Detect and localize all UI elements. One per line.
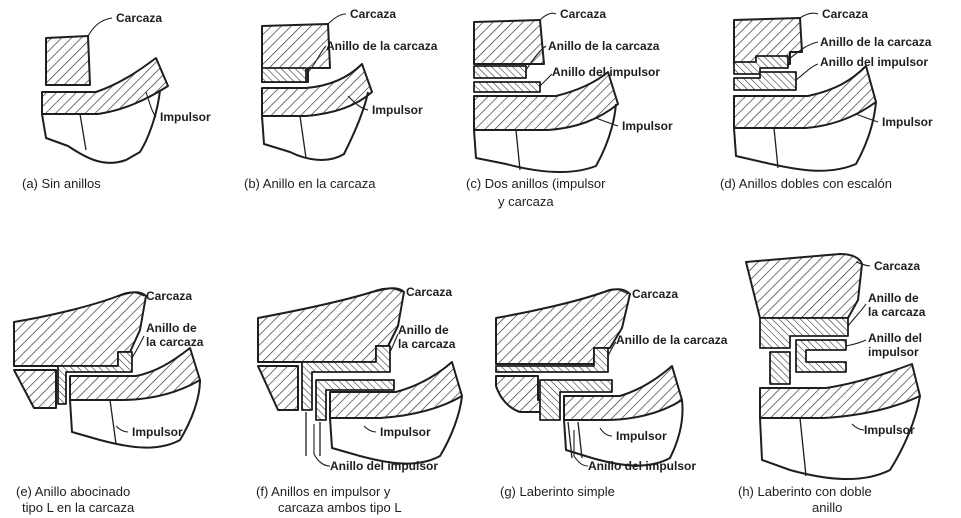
caption-f-line1: (f) Anillos en impulsor y — [256, 484, 391, 499]
impeller-ring-h — [795, 339, 847, 373]
casing-ring-g — [495, 347, 609, 373]
figure-g: Carcaza Anillo de la carcaza Impulsor An… — [495, 287, 728, 499]
casing-ring-d — [733, 55, 789, 75]
label-carcaza-d: Carcaza — [822, 7, 868, 21]
caption-h-line1: (h) Laberinto con doble — [738, 484, 872, 499]
hub-f — [329, 395, 463, 465]
impeller-d — [733, 65, 877, 129]
hub-h — [759, 395, 921, 481]
label-anillo-de-h: Anillo de — [868, 291, 919, 305]
casing-ring-e — [57, 351, 133, 405]
label-anillo-carcaza-c: Anillo de la carcaza — [548, 39, 660, 53]
label-impulsor-h: Impulsor — [864, 423, 915, 437]
impeller-ring-f — [315, 379, 395, 421]
figure-f: Carcaza Anillo de la carcaza Impulsor An… — [256, 285, 463, 515]
label-carcaza-f: Carcaza — [406, 285, 452, 299]
label-anillo-impulsor-f: Anillo del impulsor — [330, 459, 438, 473]
caption-c-line2: y carcaza — [498, 194, 554, 209]
label-impulsor-b: Impulsor — [372, 103, 423, 117]
label-anillo-impulsor-d: Anillo del impulsor — [820, 55, 928, 69]
caption-a: (a) Sin anillos — [22, 176, 101, 191]
hub-e — [69, 379, 201, 449]
impeller-c — [473, 71, 619, 131]
label-impulsor-d: Impulsor — [882, 115, 933, 129]
casing-lower-e — [13, 369, 57, 409]
label-carcaza-a: Carcaza — [116, 11, 162, 25]
casing-c — [473, 19, 545, 65]
label-carcaza-g: Carcaza — [632, 287, 678, 301]
caption-c-line1: (c) Dos anillos (impulsor — [466, 176, 606, 191]
hub-c — [473, 103, 617, 173]
label-anillo-carcaza-b: Anillo de la carcaza — [326, 39, 438, 53]
hub-d — [733, 101, 877, 172]
label-carcaza-h: Carcaza — [874, 259, 920, 273]
labyrinth-ring-g — [539, 379, 613, 421]
caption-b: (b) Anillo en la carcaza — [244, 176, 376, 191]
label-impulsor-g: Impulsor — [616, 429, 667, 443]
casing-ring-h — [759, 317, 849, 349]
caption-g: (g) Laberinto simple — [500, 484, 615, 499]
label-la-carcaza-h: la carcaza — [868, 305, 926, 319]
hub-b — [261, 91, 369, 161]
casing-ring-f — [301, 345, 391, 411]
impeller-b — [261, 63, 373, 117]
impeller-a — [41, 57, 169, 115]
figure-b: Carcaza Anillo de la carcaza Impulsor (b… — [244, 7, 438, 191]
impeller-ring-c — [473, 81, 541, 93]
label-anillo-impulsor-g: Anillo del impulsor — [588, 459, 696, 473]
label-impulsor-c: Impulsor — [622, 119, 673, 133]
impeller-ring-d — [733, 71, 797, 91]
casing-h — [745, 253, 863, 319]
label-la-carcaza-e: la carcaza — [146, 335, 204, 349]
label-carcaza-c: Carcaza — [560, 7, 606, 21]
label-impulsor-a: Impulsor — [160, 110, 211, 124]
caption-f-line2: carcaza ambos tipo L — [278, 500, 402, 515]
label-impulsor-f: Impulsor — [380, 425, 431, 439]
caption-e-line1: (e) Anillo abocinado — [16, 484, 130, 499]
figure-d: Carcaza Anillo de la carcaza Anillo del … — [720, 7, 933, 191]
label-anillo-carcaza-g: Anillo de la carcaza — [616, 333, 728, 347]
hub-g — [563, 399, 684, 467]
impeller-g — [563, 365, 683, 421]
figure-c: Carcaza Anillo de la carcaza Anillo del … — [466, 7, 673, 209]
casing-ring-b — [261, 67, 307, 83]
label-impulsor-e: Impulsor — [132, 425, 183, 439]
label-carcaza-e: Carcaza — [146, 289, 192, 303]
caption-h-line2: anillo — [812, 500, 842, 515]
caption-e-line2: tipo L en la carcaza — [22, 500, 135, 515]
labyrinth-wall-h — [769, 351, 791, 385]
label-la-carcaza-f: la carcaza — [398, 337, 456, 351]
figure-a: Carcaza Impulsor (a) Sin anillos — [22, 11, 211, 191]
label-carcaza-b: Carcaza — [350, 7, 396, 21]
label-impulsor-lc-h: impulsor — [868, 345, 919, 359]
hub-a — [41, 89, 161, 164]
label-anillo-de-e: Anillo de — [146, 321, 197, 335]
label-anillo-del-h: Anillo del — [868, 331, 922, 345]
figure-h: Carcaza Anillo de la carcaza Anillo del … — [738, 253, 926, 515]
casing-a — [45, 35, 91, 86]
casing-lower-f — [257, 365, 299, 411]
label-anillo-de-f: Anillo de — [398, 323, 449, 337]
label-anillo-carcaza-d: Anillo de la carcaza — [820, 35, 932, 49]
label-anillo-impulsor-c: Anillo del impulsor — [552, 65, 660, 79]
casing-ring-c — [473, 65, 527, 79]
casing-f — [257, 287, 405, 363]
figure-e: Carcaza Anillo de la carcaza Impulsor (e… — [13, 289, 204, 515]
caption-d: (d) Anillos dobles con escalón — [720, 176, 892, 191]
